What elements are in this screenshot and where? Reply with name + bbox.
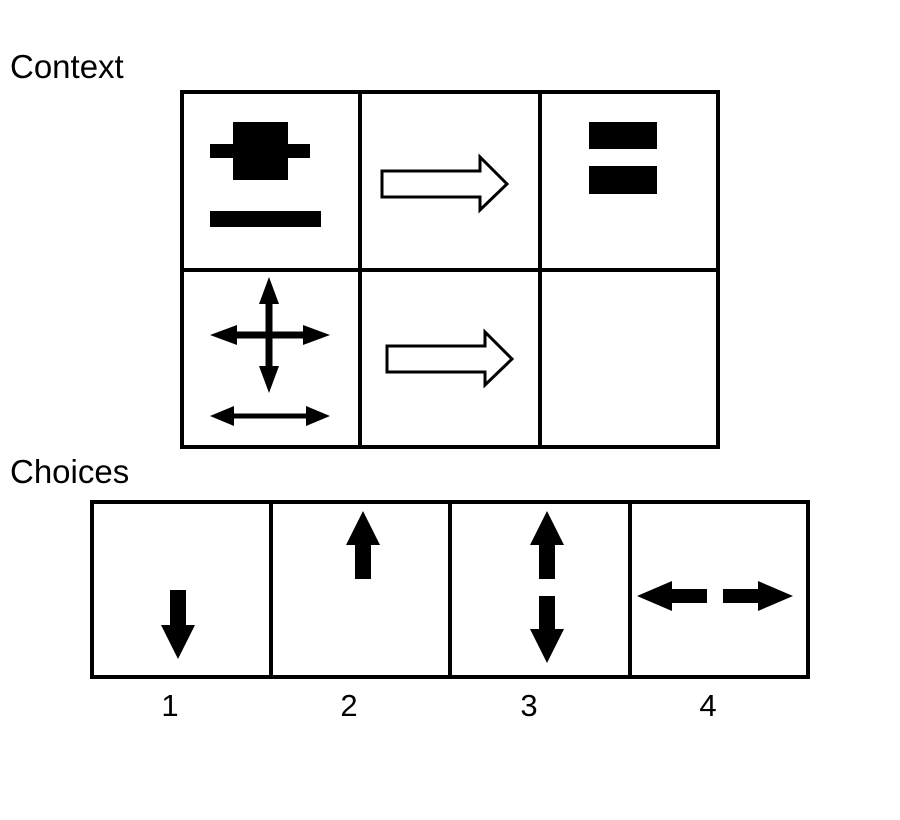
arrow-up-icon <box>346 511 380 579</box>
block-shape <box>210 144 310 158</box>
choice-2-option[interactable] <box>273 504 448 675</box>
choice-3-option[interactable] <box>452 504 628 675</box>
four-way-arrow-icon <box>210 277 330 393</box>
choice-4-option[interactable] <box>632 504 806 675</box>
arrow-down-icon <box>161 590 195 659</box>
context-cell-1-shape <box>210 122 321 227</box>
bar-shape <box>210 211 321 227</box>
transform-arrow-icon <box>380 153 510 214</box>
context-grid <box>180 90 720 449</box>
arrow-up-icon <box>530 511 564 579</box>
context-label: Context <box>10 48 124 85</box>
double-arrow-horizontal-icon <box>210 406 330 426</box>
bar-shape <box>589 122 657 149</box>
choice-number-1: 1 <box>161 688 179 723</box>
choices-label: Choices <box>10 453 130 490</box>
transform-arrow-icon <box>385 328 515 389</box>
choice-1-option[interactable] <box>94 504 269 675</box>
context-cell-3-shape <box>589 122 657 194</box>
choice-number-4: 4 <box>699 688 717 723</box>
arrow-down-icon <box>530 596 564 663</box>
choice-number-2: 2 <box>340 688 358 723</box>
arrow-right-icon <box>723 581 793 611</box>
choices-grid <box>90 500 810 679</box>
bar-shape <box>589 166 657 194</box>
choice-number-3: 3 <box>520 688 538 723</box>
arrow-left-icon <box>637 581 707 611</box>
